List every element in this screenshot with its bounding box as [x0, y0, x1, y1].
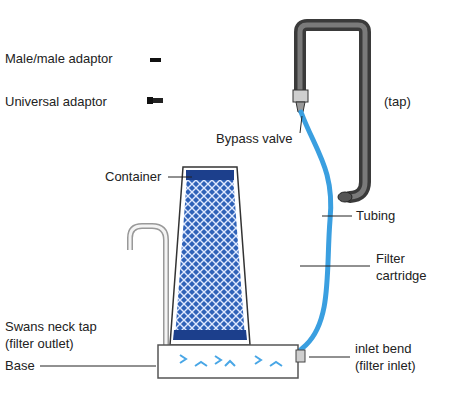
part-label: Male/male adaptor	[5, 50, 113, 67]
male-adaptor	[150, 58, 161, 62]
part-label: Bypass valve	[216, 130, 293, 147]
part-label: Filter cartridge	[376, 250, 442, 284]
swans-neck-tap	[130, 226, 166, 345]
inlet-bend	[296, 350, 305, 362]
part-label: Universal adaptor	[5, 93, 107, 110]
part-label: Tubing	[356, 207, 395, 224]
universal-adaptor	[147, 97, 163, 104]
filter-cartridge	[175, 176, 245, 338]
part-label: Swans neck tap (filter outlet)	[5, 318, 113, 352]
cartridge-cap	[186, 170, 234, 180]
cartridge-cap	[173, 330, 247, 340]
tubing	[292, 112, 331, 356]
container	[170, 167, 250, 345]
base	[158, 345, 298, 378]
part-label: Container	[105, 168, 161, 185]
part-label: Base	[5, 357, 35, 374]
part-label: inlet bend (filter inlet)	[355, 340, 443, 374]
part-label: (tap)	[384, 93, 411, 110]
